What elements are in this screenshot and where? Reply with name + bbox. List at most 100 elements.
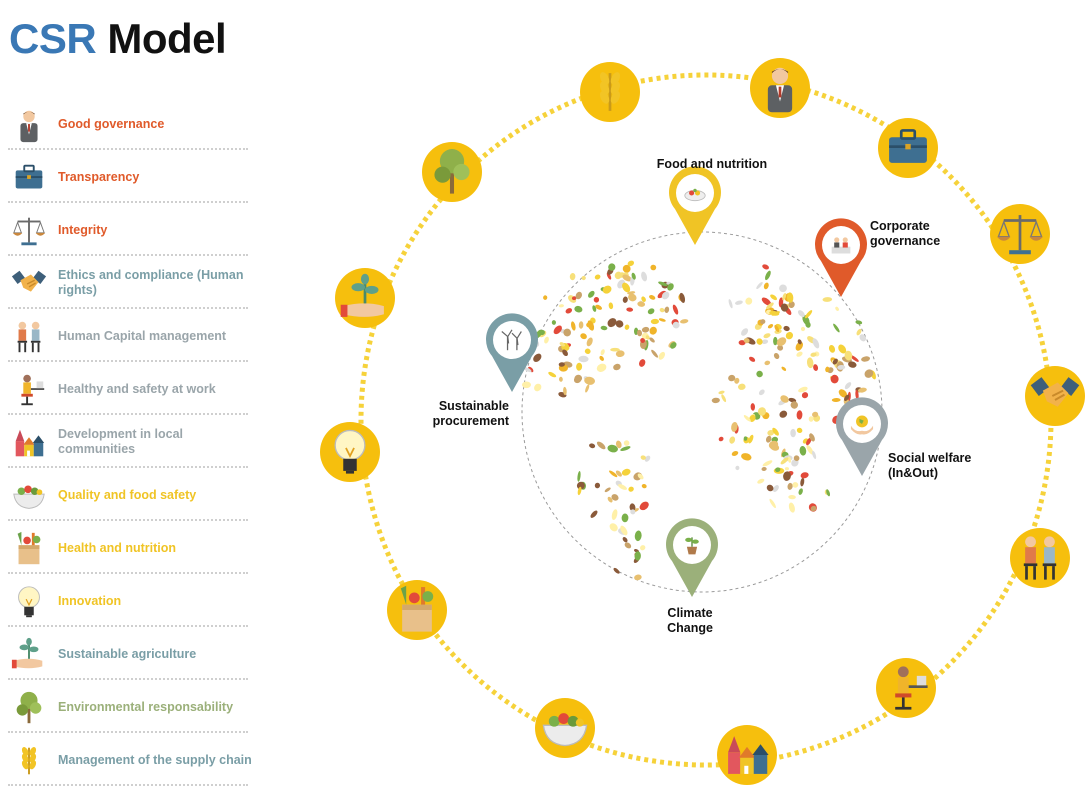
food-dot [640, 545, 646, 551]
food-dot [861, 356, 871, 362]
worker-desk-icon [876, 658, 936, 718]
globe-hands-icon [850, 415, 874, 435]
food-dot [620, 446, 631, 452]
food-dot [594, 274, 601, 280]
food-dot [569, 273, 576, 281]
food-dot [587, 320, 595, 331]
food-dot [607, 496, 613, 503]
food-dot [667, 283, 674, 291]
food-dot [613, 567, 620, 574]
food-dot [637, 473, 644, 480]
food-dot [522, 381, 531, 389]
food-dot [806, 445, 814, 455]
food-dot [812, 338, 820, 349]
food-dot [618, 484, 627, 490]
food-dot [607, 318, 617, 328]
food-dot [639, 501, 649, 511]
food-dot [856, 328, 862, 336]
food-dot [790, 401, 798, 409]
food-dot [644, 455, 651, 462]
food-dot [628, 293, 637, 302]
food-dot [766, 302, 774, 310]
scales-icon [990, 204, 1050, 264]
pin-label: Climate [667, 606, 712, 620]
pin-label: Change [667, 621, 713, 635]
food-dot [765, 435, 772, 443]
sprout-hand-icon [335, 268, 395, 328]
food-dot [577, 471, 581, 482]
food-dot [630, 509, 636, 515]
food-dot [844, 394, 850, 401]
food-dot [611, 509, 618, 520]
food-dot [788, 502, 795, 513]
food-dot [787, 456, 792, 463]
food-dot [628, 486, 634, 492]
food-dot [822, 297, 833, 302]
food-dot [785, 331, 794, 340]
food-dot [637, 301, 646, 307]
food-dot [615, 320, 624, 328]
food-dot [602, 285, 612, 294]
food-dot [768, 440, 779, 449]
legend-item: Innovation [8, 577, 248, 627]
food-dot [731, 421, 738, 432]
food-dot [813, 364, 819, 371]
food-dot [780, 457, 789, 465]
food-dot [593, 297, 600, 303]
food-dot [797, 310, 805, 318]
legend-item: Quality and food safety [8, 471, 248, 521]
food-dot [743, 415, 751, 422]
legend-label: Development in local communities [58, 427, 184, 456]
food-dot [608, 263, 616, 271]
legend-item: Development in local communities [8, 418, 248, 468]
food-dot [634, 574, 642, 581]
food-dot [641, 296, 646, 302]
food-dot [760, 319, 766, 325]
food-dot [859, 334, 867, 342]
food-dot [528, 366, 534, 373]
food-dot [658, 351, 666, 360]
lightbulb-icon [8, 583, 50, 621]
potted-plant-icon [685, 537, 699, 555]
food-dot [631, 272, 636, 280]
food-dot [788, 494, 796, 500]
food-dot [551, 320, 557, 325]
legend-label: Healthy and safety at work [58, 381, 216, 396]
pin-label: governance [870, 234, 940, 248]
food-dot [812, 450, 817, 459]
food-dot [599, 355, 604, 361]
food-dot [622, 282, 631, 293]
food-dot [782, 292, 787, 301]
food-dot [833, 323, 840, 333]
food-dot [779, 284, 787, 293]
food-dot [672, 321, 680, 329]
food-dot [649, 326, 657, 335]
tree-icon [8, 689, 50, 727]
food-dot [670, 342, 677, 349]
ring-icons [320, 58, 1085, 785]
food-dot [604, 487, 611, 493]
food-dot [621, 468, 631, 476]
food-dot [772, 427, 779, 436]
food-dot [844, 350, 853, 361]
food-dot [614, 271, 622, 280]
village-icon [717, 725, 777, 785]
food-dot [627, 260, 635, 267]
food-dot [777, 344, 784, 351]
food-dot [783, 325, 790, 332]
businessman-icon [8, 106, 50, 144]
tree-icon [422, 142, 482, 202]
food-dot [594, 482, 601, 489]
food-dot [738, 383, 746, 390]
pin-label: Food and nutrition [657, 157, 767, 171]
sprout-hand-icon [8, 636, 50, 674]
pin-label: Social welfare [888, 451, 971, 465]
food-dot [558, 362, 565, 367]
food-dot [780, 395, 789, 403]
food-dot [558, 304, 564, 308]
pin-marker: Food and nutrition [657, 157, 767, 245]
food-dot [634, 551, 641, 561]
food-dot [790, 428, 796, 438]
